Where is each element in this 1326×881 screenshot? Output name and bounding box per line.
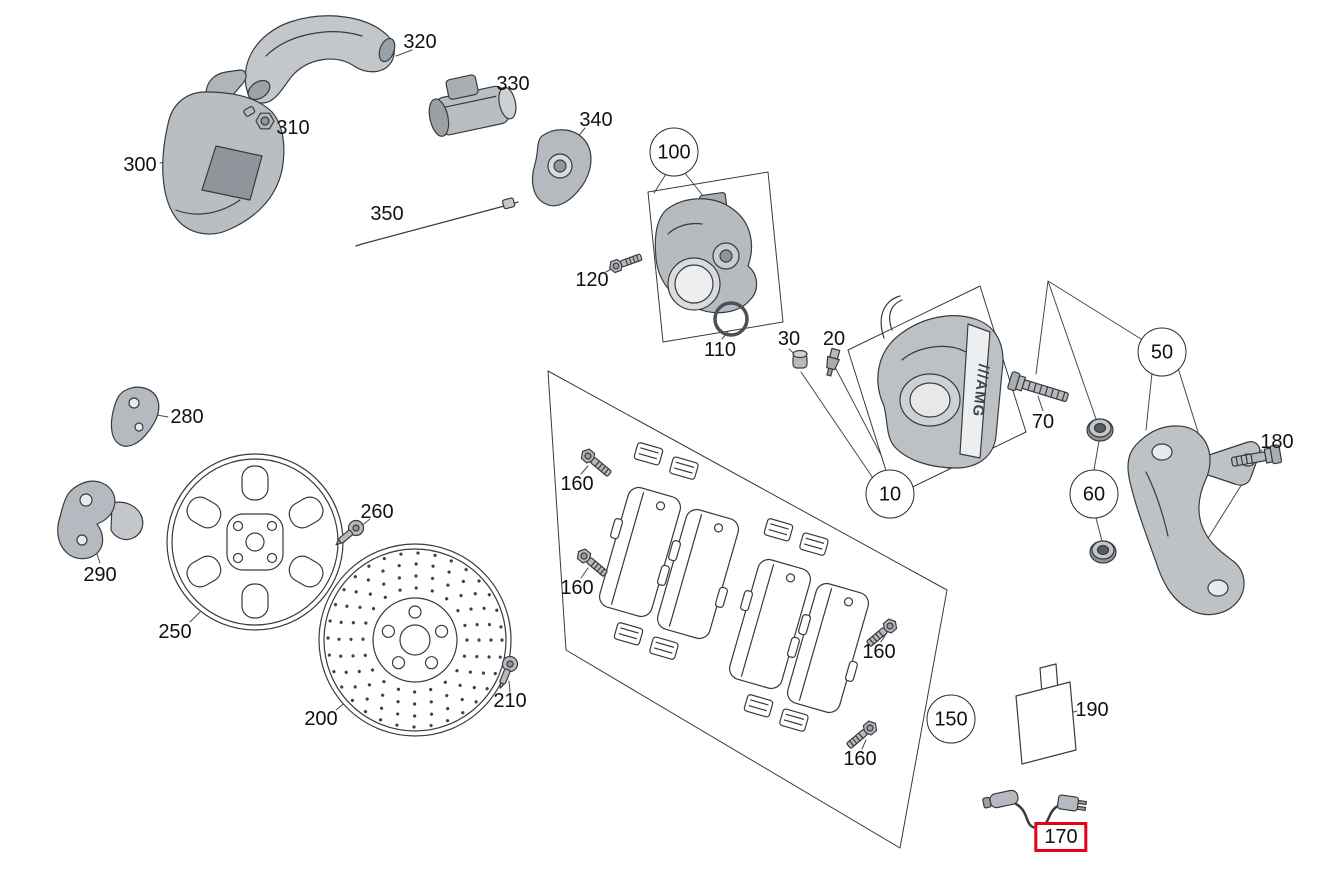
part-drawing-bracket-280 [110,386,160,447]
label-350[interactable]: 350 [370,203,404,225]
label-150[interactable]: 150 [926,694,976,744]
part-drawing-guide-bolt-70 [1007,371,1069,402]
group-outline-100 [647,171,784,343]
part-drawing-splash-shield [166,453,344,631]
label-320[interactable]: 320 [403,31,437,53]
label-170[interactable]: 170 [1034,822,1088,852]
caliper-marking: ///AMG [969,363,992,418]
label-160-3[interactable]: 160 [862,641,896,663]
part-drawing-bushing-lower [1089,540,1117,564]
label-290[interactable]: 290 [83,564,117,586]
part-drawing-bolt-160-2 [574,546,610,580]
group-outline-150 [547,370,948,849]
part-drawing-bushing-upper [1086,418,1114,442]
label-160-2[interactable]: 160 [560,577,594,599]
part-drawing-bracket-340 [531,129,592,207]
label-250[interactable]: 250 [158,621,192,643]
part-drawing-bolt-160-4 [844,718,880,752]
part-drawing-air-scoop [162,69,285,235]
label-160-1[interactable]: 160 [560,473,594,495]
label-340[interactable]: 340 [579,109,613,131]
label-120[interactable]: 120 [575,269,609,291]
part-drawing-nut [243,106,275,130]
part-drawing-o-ring [713,301,749,337]
part-drawing-bolt-120 [607,250,644,275]
label-60[interactable]: 60 [1069,469,1119,519]
part-drawing-brake-pads [590,441,878,733]
label-260[interactable]: 260 [360,501,394,523]
part-drawing-caliper-carrier [1127,425,1261,616]
label-20[interactable]: 20 [822,328,846,350]
label-160-4[interactable]: 160 [843,748,877,770]
label-30[interactable]: 30 [777,328,801,350]
label-300[interactable]: 300 [123,154,157,176]
label-110[interactable]: 110 [704,339,736,361]
label-330[interactable]: 330 [496,73,530,95]
label-70[interactable]: 70 [1031,411,1055,433]
label-280[interactable]: 280 [170,406,204,428]
part-drawing-cable-tie [355,197,519,247]
label-200[interactable]: 200 [304,708,338,730]
part-drawing-air-hose [244,15,396,104]
part-drawing-cap-30 [792,349,808,369]
label-190[interactable]: 190 [1075,699,1109,721]
part-drawing-sensor-pipe [428,74,517,137]
label-210[interactable]: 210 [493,690,527,712]
part-drawing-bracket-290 [57,480,144,560]
leader-lines [96,49,1263,750]
label-100[interactable]: 100 [649,127,699,177]
part-drawing-wear-sensor [982,789,1087,830]
part-drawing-adhesive-label [1015,663,1077,765]
label-10[interactable]: 10 [865,469,915,519]
label-180[interactable]: 180 [1260,431,1294,453]
label-310[interactable]: 310 [276,117,310,139]
part-drawing-actuator [654,192,758,314]
part-drawing-carrier-bolt-180 [1230,444,1283,467]
group-outline-10 [847,285,1027,497]
part-drawing-brake-disc [318,543,512,737]
label-50[interactable]: 50 [1137,327,1187,377]
part-drawing-bleeder-valve-20 [826,347,841,377]
part-drawing-caliper: ///AMG [877,295,1004,469]
